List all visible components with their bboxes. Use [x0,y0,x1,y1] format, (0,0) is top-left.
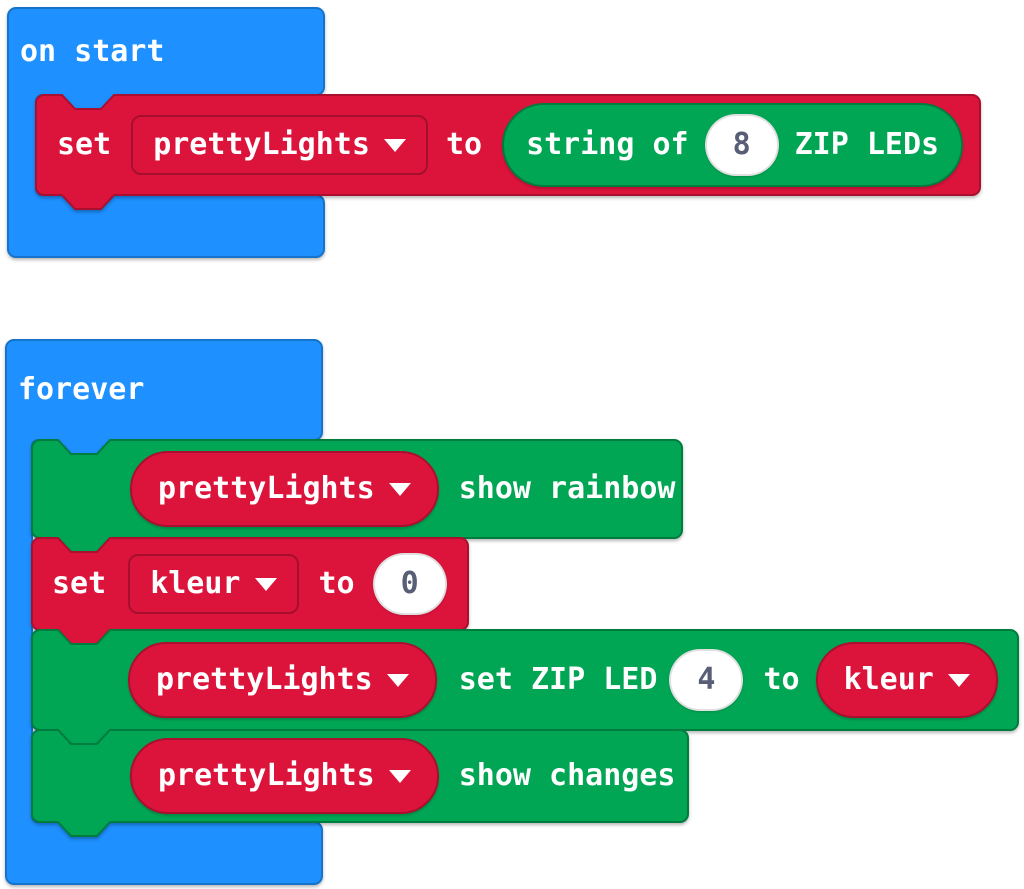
prettylights-variable-pill[interactable]: prettyLights [130,451,439,527]
led-index-value: 4 [697,662,716,697]
set-keyword: set [52,566,107,601]
kleur-variable-pill[interactable]: kleur [815,642,998,718]
led-count-field[interactable]: 8 [704,114,779,176]
dropdown-value: prettyLights [153,127,370,162]
chevron-down-icon [947,673,970,687]
variable-name: kleur [843,662,934,697]
on-start-title-row: on start [8,8,337,95]
set-zip-led-row: prettyLights set ZIP LED 4 to kleur [32,630,1018,730]
chevron-down-icon [388,769,411,783]
forever-title: forever [18,372,145,407]
prettylights-variable-dropdown[interactable]: prettyLights [131,115,428,175]
set-prettylights-row: set prettyLights to string of 8 ZIP LEDs [36,95,980,195]
prettylights-variable-pill[interactable]: prettyLights [128,642,437,718]
chevron-down-icon [254,577,277,591]
prettylights-variable-pill[interactable]: prettyLights [130,738,439,814]
set-kleur-row: set kleur to 0 [32,538,468,630]
kleur-variable-dropdown[interactable]: kleur [128,554,299,614]
on-start-title: on start [20,33,165,69]
show-changes-label: show changes [458,758,676,793]
string-of-label: string of [526,127,689,162]
to-keyword: to [445,127,483,162]
set-zip-led-label: set ZIP LED [458,662,658,697]
chevron-down-icon [383,138,406,152]
led-count-value: 8 [732,127,751,162]
set-keyword: set [57,127,112,162]
show-rainbow-row: prettyLights show rainbow [32,440,682,538]
zip-leds-label: ZIP LEDs [794,127,940,162]
variable-name: prettyLights [156,662,373,697]
forever-title-row: forever [6,340,334,440]
variable-name: prettyLights [158,471,375,506]
to-keyword: to [318,566,355,601]
kleur-value: 0 [400,566,419,601]
chevron-down-icon [388,482,411,496]
chevron-down-icon [386,673,409,687]
string-of-zip-leds-block[interactable]: string of 8 ZIP LEDs [502,103,964,187]
variable-name: prettyLights [158,758,375,793]
kleur-value-field[interactable]: 0 [372,553,447,615]
dropdown-value: kleur [150,566,241,601]
led-index-field[interactable]: 4 [669,649,744,711]
show-rainbow-label: show rainbow [458,471,676,506]
show-changes-row: prettyLights show changes [32,730,688,822]
to-keyword: to [763,662,800,697]
